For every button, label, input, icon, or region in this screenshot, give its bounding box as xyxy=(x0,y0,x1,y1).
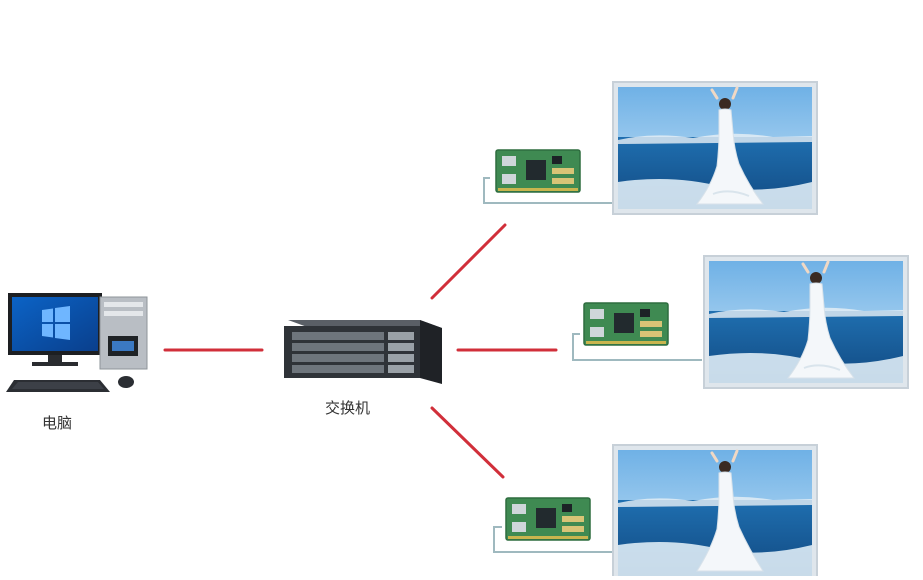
control-card-icon xyxy=(583,302,669,346)
led-screen-icon xyxy=(611,80,819,216)
network-switch-icon xyxy=(284,320,442,384)
computer-label: 电脑 xyxy=(42,414,72,432)
signal-cable-top xyxy=(483,177,612,204)
signal-cable-bottom xyxy=(493,526,612,553)
led-screen-icon xyxy=(612,444,818,578)
link-switch-to-card-bottom xyxy=(430,406,505,479)
signal-cable-middle xyxy=(572,333,702,361)
network-links xyxy=(163,223,558,479)
link-switch-to-card-top xyxy=(430,223,507,300)
control-card-icon xyxy=(505,497,591,541)
desktop-computer-icon xyxy=(6,293,148,392)
led-screen-icon xyxy=(702,254,910,390)
control-card-icon xyxy=(495,149,581,193)
switch-label: 交换机 xyxy=(325,399,370,417)
